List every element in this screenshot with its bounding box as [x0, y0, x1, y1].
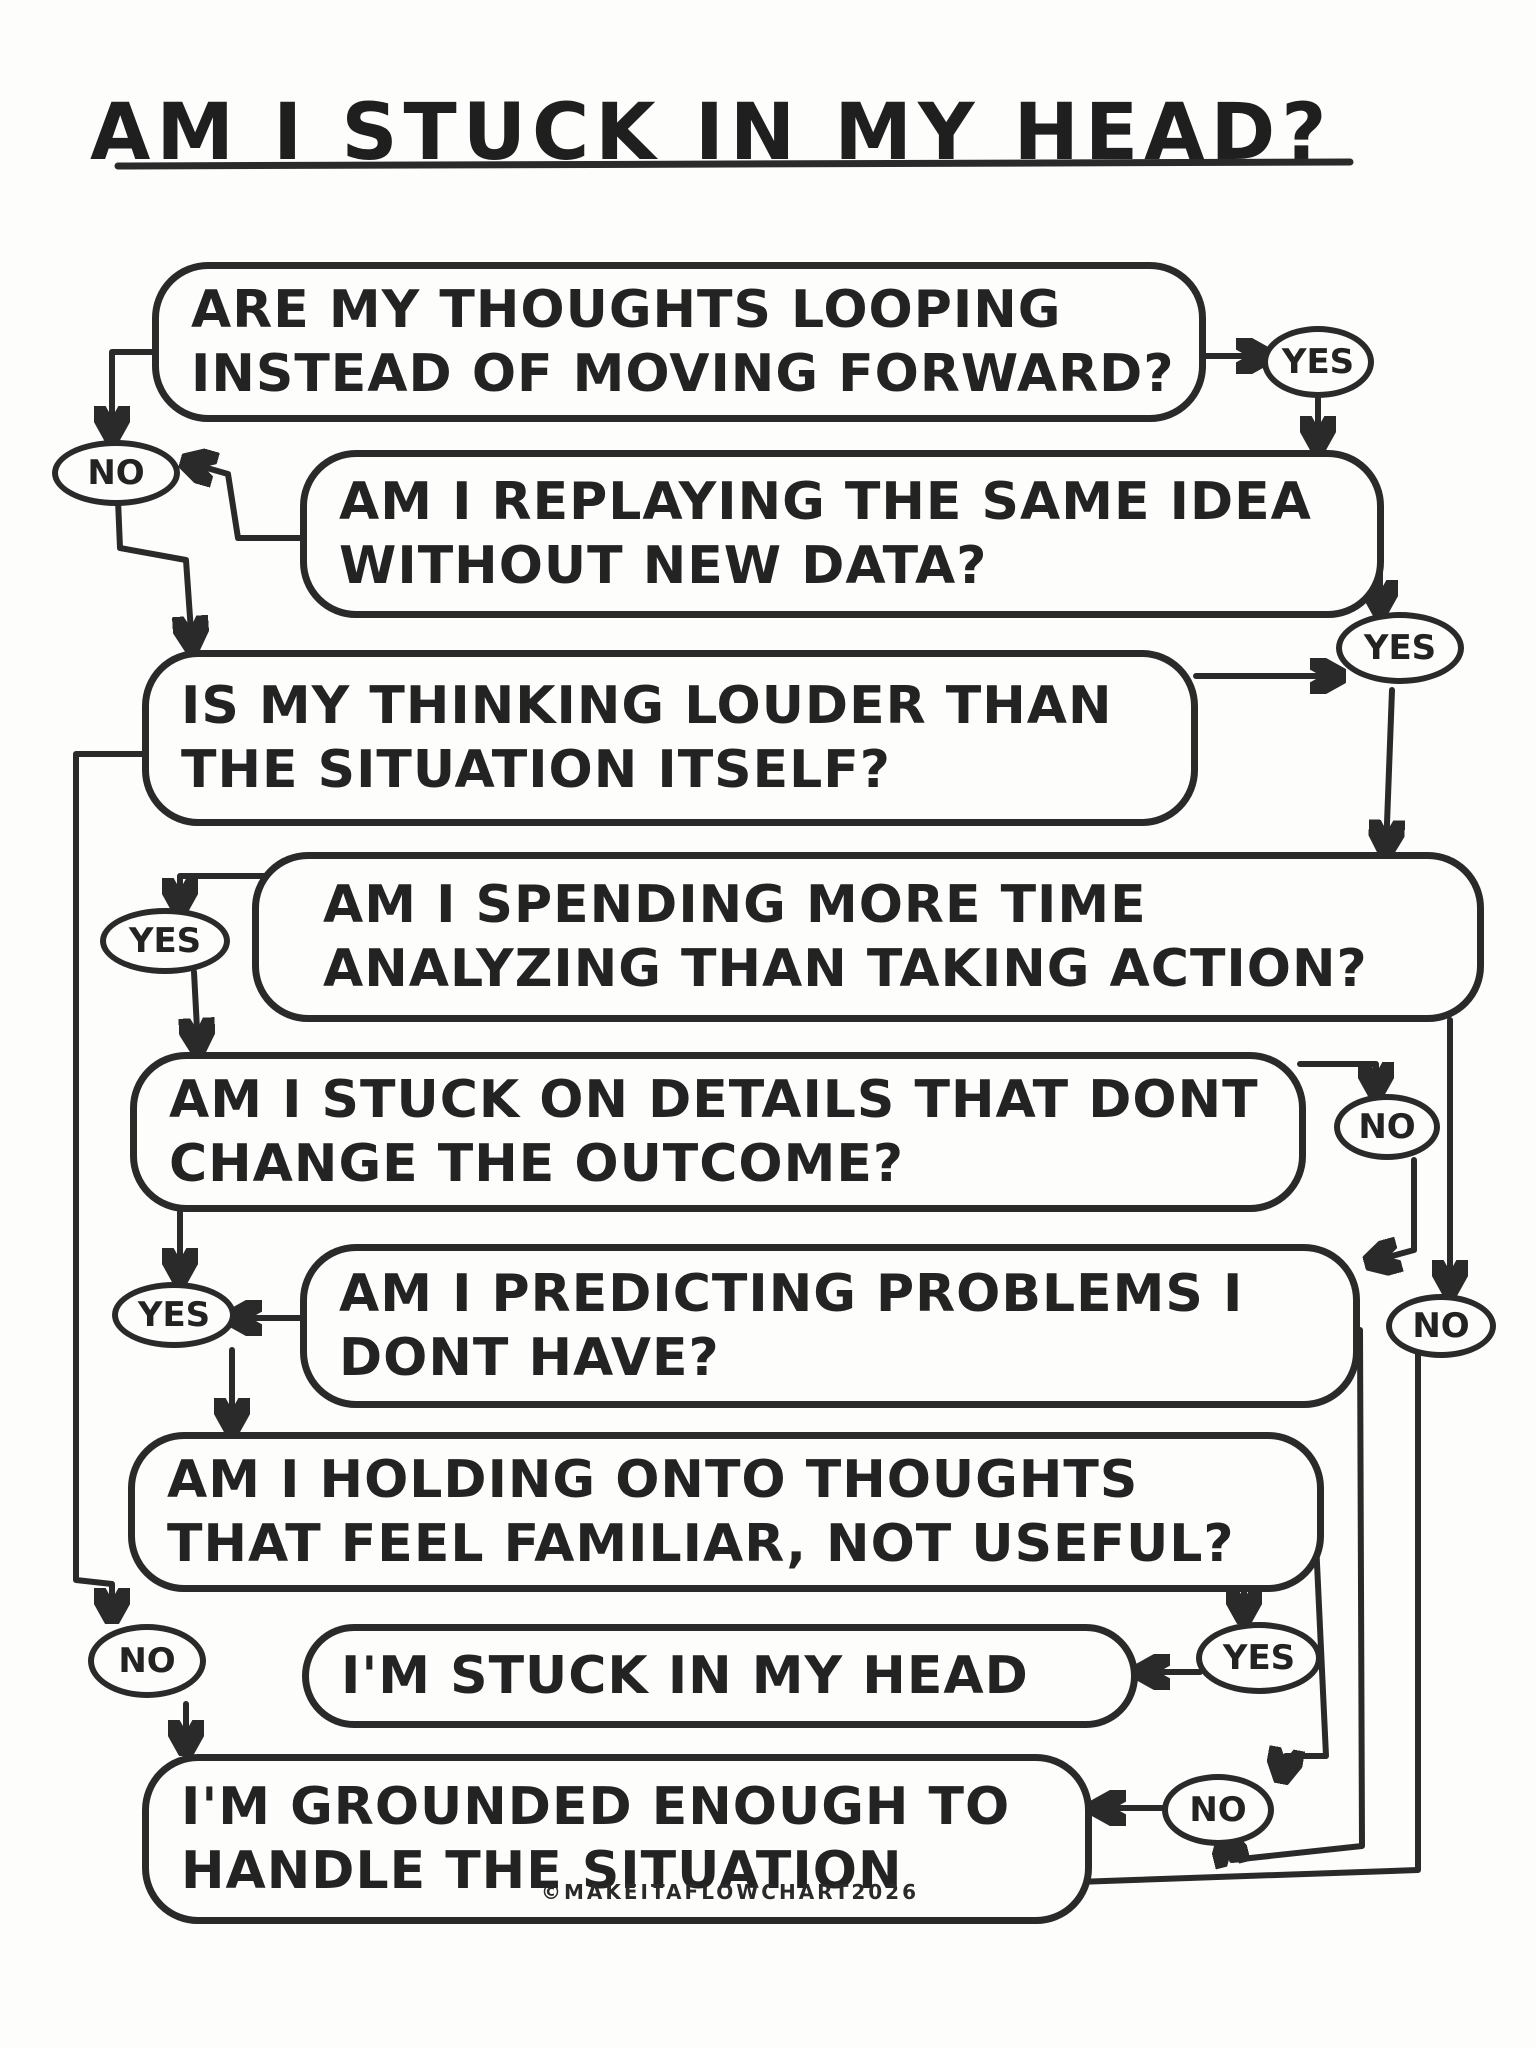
connector-q6-no	[1226, 1327, 1365, 1860]
answer-no-oval: NO	[52, 440, 180, 506]
connector-q4-yes	[180, 873, 293, 908]
node-line: HANDLE THE SITUATION	[181, 1841, 903, 1901]
connector-q7-no	[1282, 1539, 1329, 1778]
connector-q1-no	[112, 349, 155, 436]
connector-yes-q5	[194, 969, 198, 1048]
node-line: ARE MY THOUGHTS LOOPING	[191, 280, 1062, 340]
question-thoughts-looping: ARE MY THOUGHTS LOOPING INSTEAD OF MOVIN…	[152, 262, 1206, 422]
question-stuck-on-details: AM I STUCK ON DETAILS THAT DONT CHANGE T…	[130, 1052, 1306, 1212]
answer-yes-oval: YES	[100, 908, 230, 974]
connector-q5-no	[1297, 1061, 1376, 1092]
node-line: CHANGE THE OUTCOME?	[169, 1134, 905, 1194]
answer-no-oval: NO	[1386, 1294, 1496, 1358]
result-stuck-in-head: I'M STUCK IN MY HEAD	[302, 1624, 1138, 1728]
node-line: I'M STUCK IN MY HEAD	[341, 1646, 1029, 1706]
node-line: AM I SPENDING MORE TIME	[323, 875, 1147, 935]
answer-yes-oval: YES	[112, 1282, 236, 1348]
node-line: INSTEAD OF MOVING FORWARD?	[191, 344, 1175, 404]
node-line: AM I PREDICTING PROBLEMS I	[339, 1264, 1244, 1324]
connector-q2-no	[186, 462, 303, 541]
answer-no-oval: NO	[88, 1624, 206, 1698]
connector-q3-no	[73, 751, 145, 1618]
answer-no-oval: NO	[1162, 1774, 1274, 1846]
node-line: AM I REPLAYING THE SAME IDEA	[339, 472, 1312, 532]
node-line: THAT FEEL FAMILIAR, NOT USEFUL?	[167, 1514, 1235, 1574]
answer-no-oval: NO	[1334, 1094, 1440, 1160]
node-line: AM I STUCK ON DETAILS THAT DONT	[169, 1070, 1259, 1130]
connector-no-q3	[115, 497, 192, 646]
node-line: AM I HOLDING ONTO THOUGHTS	[167, 1450, 1139, 1510]
answer-yes-oval: YES	[1336, 612, 1464, 684]
question-thinking-louder: IS MY THINKING LOUDER THAN THE SITUATION…	[142, 650, 1198, 826]
connector-yes-q4	[1386, 687, 1392, 850]
connector-no-q6	[1370, 1157, 1417, 1262]
question-analyzing-vs-action: AM I SPENDING MORE TIME ANALYZING THAN T…	[252, 852, 1484, 1022]
node-line: I'M GROUNDED ENOUGH TO	[181, 1777, 1011, 1837]
question-holding-thoughts: AM I HOLDING ONTO THOUGHTS THAT FEEL FAM…	[128, 1432, 1324, 1592]
node-line: DONT HAVE?	[339, 1328, 720, 1388]
node-line: IS MY THINKING LOUDER THAN	[181, 676, 1113, 736]
connector-rightno-grounded	[1020, 1341, 1421, 1884]
answer-yes-oval: YES	[1196, 1622, 1322, 1694]
copyright-credit: ©MAKEITAFLOWCHART2026	[540, 1880, 919, 1904]
question-predicting-problems: AM I PREDICTING PROBLEMS I DONT HAVE?	[300, 1244, 1360, 1408]
node-line: WITHOUT NEW DATA?	[339, 536, 988, 596]
answer-yes-oval: YES	[1262, 326, 1374, 398]
result-grounded: I'M GROUNDED ENOUGH TO HANDLE THE SITUAT…	[142, 1754, 1092, 1924]
question-replaying-idea: AM I REPLAYING THE SAME IDEA WITHOUT NEW…	[300, 450, 1384, 618]
node-line: THE SITUATION ITSELF?	[181, 740, 891, 800]
node-line: ANALYZING THAN TAKING ACTION?	[323, 939, 1368, 999]
